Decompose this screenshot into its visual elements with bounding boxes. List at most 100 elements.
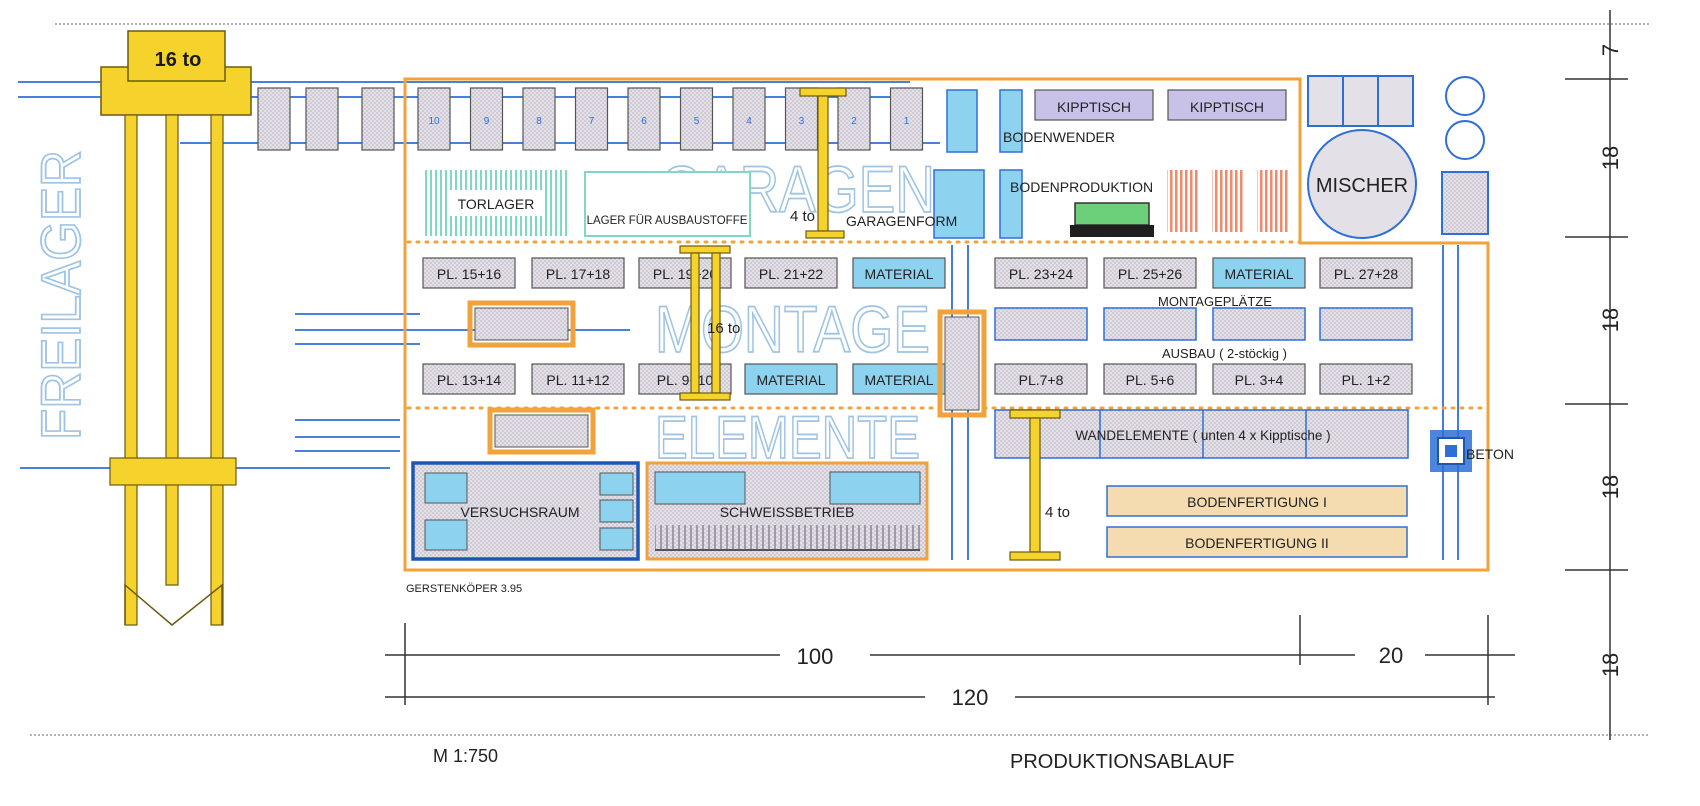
bodenfertigung-2-label: BODENFERTIGUNG II — [1185, 535, 1329, 551]
place-box — [1319, 257, 1413, 289]
ausbau-boxes — [994, 307, 1413, 341]
place-label: MATERIAL — [865, 266, 934, 282]
slot-box — [627, 87, 661, 151]
place-box — [1212, 257, 1306, 289]
place-box — [422, 257, 516, 289]
vertical-dimension: 7 — [1598, 44, 1623, 56]
place-label: PL. 17+18 — [546, 266, 610, 282]
bodenfertigung-1-box — [1106, 485, 1408, 517]
place-label: MATERIAL — [865, 372, 934, 388]
kipptisch-box-1 — [1034, 89, 1154, 121]
vertical-dimension: 18 — [1598, 146, 1623, 170]
trolley-1 — [467, 300, 576, 348]
wandelemente-label: WANDELEMENTE ( unten 4 x Kipptische ) — [1075, 428, 1330, 443]
scale-label: M 1:750 — [433, 746, 498, 766]
torlager-label: TORLAGER — [458, 196, 535, 212]
dimension-20: 20 — [1379, 643, 1403, 668]
place-label: PL. 13+14 — [437, 372, 501, 388]
schweissbetrieb-label: SCHWEISSBETRIEB — [720, 504, 855, 520]
form-cell-4 — [999, 169, 1023, 239]
place-label: PL.7+8 — [1019, 372, 1064, 388]
place-box — [994, 257, 1088, 289]
bodenfertigung-1-label: BODENFERTIGUNG I — [1187, 494, 1327, 510]
trolley-2 — [487, 407, 596, 455]
slot-number: 7 — [589, 116, 595, 127]
slot-box — [889, 87, 924, 151]
torlager-label-box — [450, 190, 542, 216]
slot-box — [469, 87, 504, 151]
schweissbetrieb-room — [645, 461, 929, 561]
versuchsraum-room — [411, 461, 640, 561]
slot-box — [732, 87, 766, 151]
trolley-1-inner — [474, 307, 569, 341]
zone-label-freilager: FREILAGER — [29, 150, 92, 440]
lager-ausbau-area — [584, 171, 751, 237]
place-label: PL. 9+10 — [657, 372, 714, 388]
place-label: PL. 5+6 — [1126, 372, 1175, 388]
place-box — [422, 363, 516, 395]
place-box — [531, 257, 625, 289]
place-label: PL. 15+16 — [437, 266, 501, 282]
mischer-label: MISCHER — [1316, 175, 1408, 197]
crane-4to-bottom — [1009, 409, 1061, 561]
slot-box — [574, 87, 609, 151]
place-box — [531, 363, 625, 395]
bodenwender-label: BODENWENDER — [1003, 129, 1115, 145]
form-cell-3 — [933, 169, 985, 239]
portal-crane-16to: 16 to — [100, 30, 252, 626]
slot-number: 10 — [428, 116, 440, 127]
slot-number: 4 — [746, 116, 752, 127]
garagenform-label: GARAGENFORM — [846, 213, 957, 229]
dimension-lines-vertical — [1565, 10, 1628, 740]
bodenproduktion-machine — [1070, 202, 1154, 237]
dimension-100: 100 — [797, 644, 834, 669]
crane-4to-top — [799, 87, 847, 239]
slot-number: 3 — [799, 116, 805, 127]
wandelemente-dividers — [1099, 410, 1307, 458]
form-cell-2 — [999, 89, 1023, 153]
crane-16to-mid-label: 16 to — [707, 320, 740, 337]
place-box — [994, 363, 1088, 395]
wandelemente-area — [994, 409, 1409, 459]
beton-label: BETON — [1466, 446, 1514, 462]
place-label: MATERIAL — [1225, 266, 1294, 282]
zone-label-elemente: ELEMENTE — [655, 404, 920, 471]
place-label: PL. 21+22 — [759, 266, 823, 282]
zone-label-montage: MONTAGE — [655, 292, 930, 366]
place-box — [1212, 363, 1306, 395]
red-storage-1 — [1167, 170, 1199, 232]
place-label: PL. 3+4 — [1235, 372, 1284, 388]
bodenproduktion-label: BODENPRODUKTION — [1010, 179, 1153, 195]
kipptisch-label-2: KIPPTISCH — [1190, 99, 1264, 115]
trolley-2-inner — [494, 414, 589, 448]
form-cell-1 — [946, 89, 978, 153]
red-storage-2 — [1212, 170, 1244, 232]
versuchsraum-label: VERSUCHSRAUM — [460, 504, 579, 520]
slot-number: 8 — [536, 116, 542, 127]
place-box — [852, 363, 946, 395]
place-box — [744, 363, 838, 395]
slot-number: 9 — [484, 116, 490, 127]
slot-box — [837, 87, 871, 151]
ausbau-label: AUSBAU ( 2-stöckig ) — [1162, 346, 1287, 361]
beton-silo — [1430, 430, 1472, 472]
place-label: PL. 11+12 — [546, 372, 609, 388]
building-outline — [403, 77, 1490, 572]
slot-box — [522, 87, 556, 151]
vertical-dimension: 18 — [1598, 653, 1623, 677]
red-storage-3 — [1257, 170, 1289, 232]
lager-ausbau-label: LAGER FÜR AUSBAUSTOFFE — [587, 215, 748, 227]
slot-box — [417, 87, 451, 151]
vertical-dimension: 18 — [1598, 475, 1623, 499]
crane-load-label: 16 to — [155, 49, 202, 71]
place-label: PL. 27+28 — [1334, 266, 1398, 282]
slot-number: 6 — [641, 116, 647, 127]
slot-number: 2 — [851, 116, 857, 127]
mischer-area — [1307, 75, 1489, 239]
slot-row-top — [257, 87, 395, 151]
plan-title: PRODUKTIONSABLAUF — [1010, 751, 1234, 773]
